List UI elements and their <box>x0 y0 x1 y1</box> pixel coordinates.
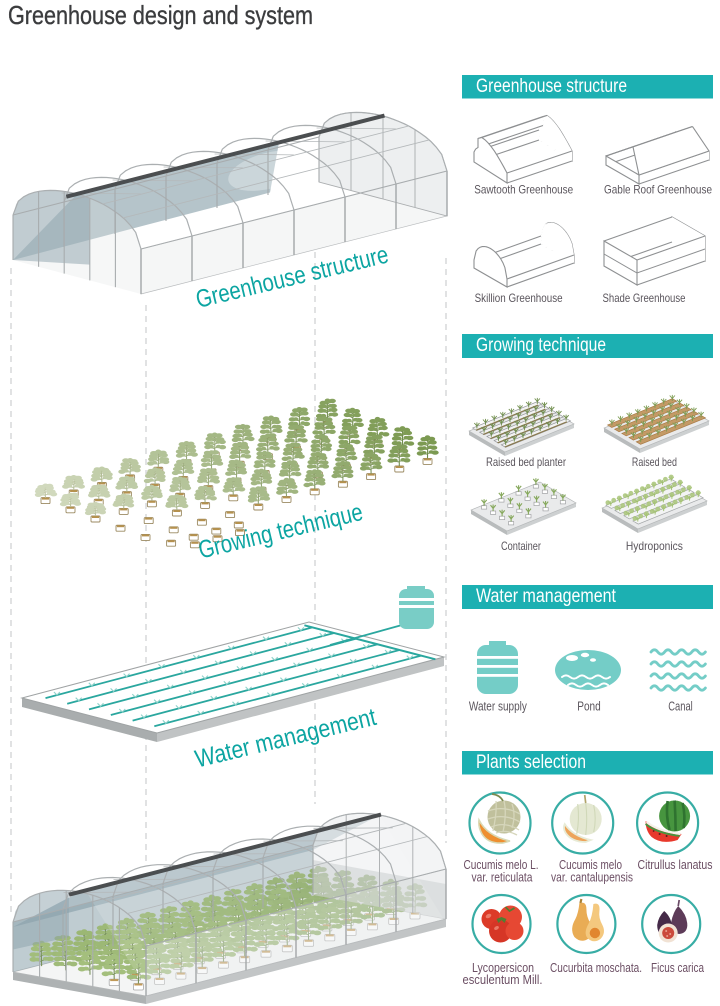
svg-text:Water supply: Water supply <box>469 700 528 714</box>
svg-text:Gable Roof Greenhouse: Gable Roof Greenhouse <box>604 183 712 197</box>
svg-text:Ficus carica: Ficus carica <box>651 960 705 975</box>
svg-text:Raised bed: Raised bed <box>632 455 677 469</box>
svg-text:Pond: Pond <box>577 700 601 714</box>
svg-text:Skillion Greenhouse: Skillion Greenhouse <box>475 291 563 305</box>
svg-text:var. reticulata: var. reticulata <box>472 870 534 885</box>
svg-text:Citrullus lanatus: Citrullus lanatus <box>638 857 713 872</box>
svg-text:var. cantalupensis: var. cantalupensis <box>551 870 633 885</box>
svg-text:Cucurbita moschata.: Cucurbita moschata. <box>550 960 642 975</box>
svg-text:Greenhouse structure: Greenhouse structure <box>476 76 627 97</box>
svg-text:Hydroponics: Hydroponics <box>626 539 683 553</box>
svg-text:Shade Greenhouse: Shade Greenhouse <box>603 291 686 305</box>
svg-text:Plants selection: Plants selection <box>476 752 586 773</box>
svg-text:esculentum Mill.: esculentum Mill. <box>463 972 543 987</box>
svg-text:Sawtooth Greenhouse: Sawtooth Greenhouse <box>474 183 573 197</box>
svg-text:Raised bed planter: Raised bed planter <box>486 455 566 469</box>
svg-text:Growing technique: Growing technique <box>476 335 606 356</box>
svg-text:Container: Container <box>501 539 541 553</box>
svg-text:Greenhouse design and system: Greenhouse design and system <box>8 0 313 30</box>
svg-text:Water management: Water management <box>476 586 617 607</box>
svg-text:Canal: Canal <box>668 700 693 714</box>
